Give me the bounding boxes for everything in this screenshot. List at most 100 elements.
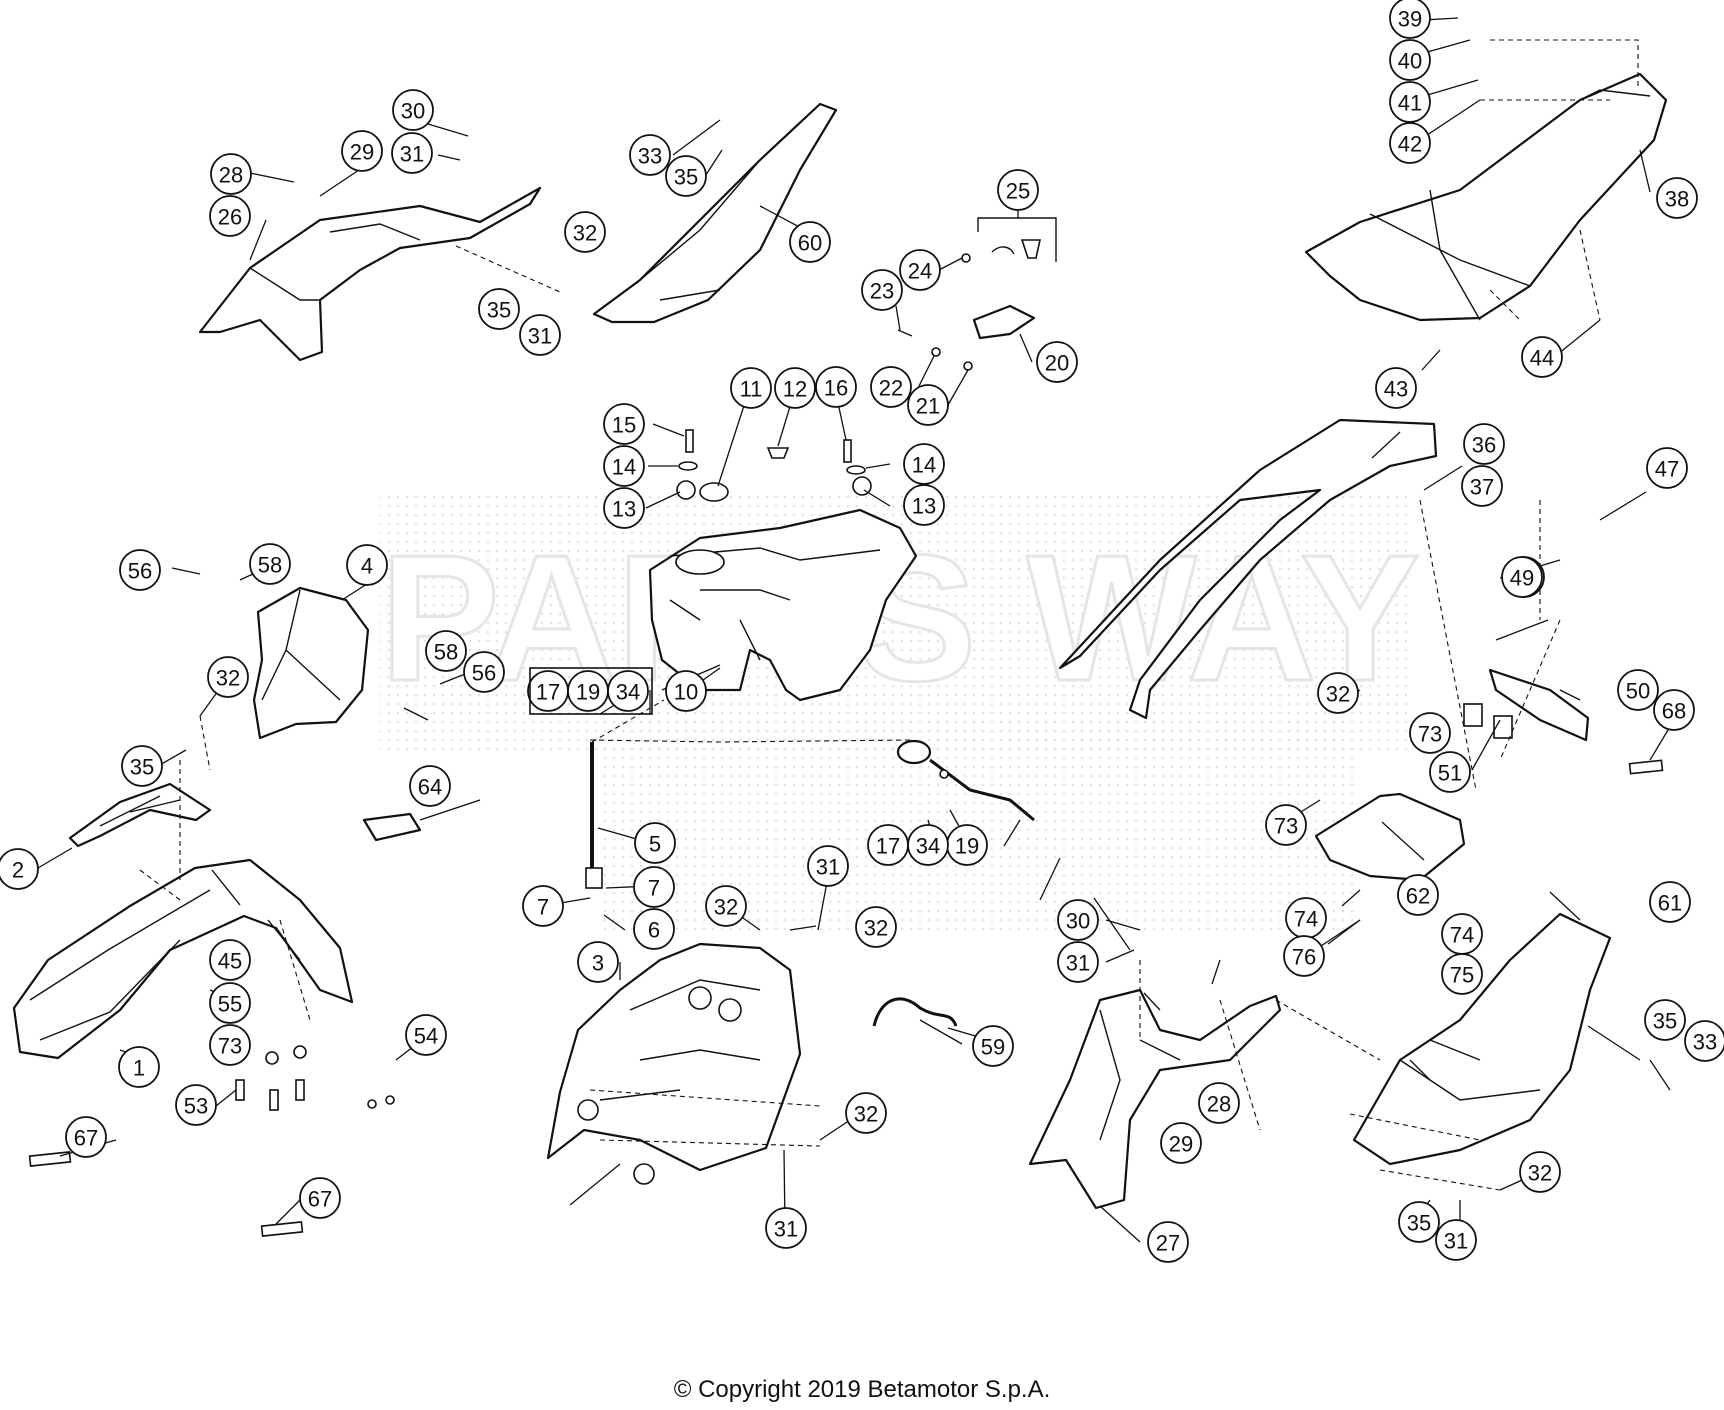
callout-29: 29 xyxy=(1160,1122,1202,1164)
svg-text:56: 56 xyxy=(472,661,496,686)
callout-51: 51 xyxy=(1429,751,1471,793)
callout-73: 73 xyxy=(209,1024,251,1066)
svg-text:32: 32 xyxy=(854,1102,878,1127)
callout-58: 58 xyxy=(425,630,467,672)
callout-35: 35 xyxy=(1644,999,1686,1041)
svg-text:36: 36 xyxy=(1472,433,1496,458)
callout-37: 37 xyxy=(1461,465,1503,507)
svg-text:17: 17 xyxy=(876,834,900,859)
part-clip-21 xyxy=(963,361,973,371)
svg-text:32: 32 xyxy=(714,895,738,920)
callout-35: 35 xyxy=(1398,1201,1440,1243)
callout-5: 5 xyxy=(634,822,676,864)
callout-60: 60 xyxy=(789,221,831,263)
callout-24: 24 xyxy=(899,249,941,291)
callout-13: 13 xyxy=(903,484,945,526)
part-skid-plate xyxy=(546,942,802,1185)
svg-text:1: 1 xyxy=(133,1056,145,1081)
part-rear-mudflap xyxy=(1314,792,1466,882)
callout-32: 32 xyxy=(564,211,606,253)
part-clip-23 xyxy=(897,329,913,337)
callout-27: 27 xyxy=(1147,1221,1189,1263)
svg-text:30: 30 xyxy=(401,99,425,124)
part-fuel-bracket xyxy=(972,304,1036,340)
part-washer-right xyxy=(846,465,866,475)
callout-36: 36 xyxy=(1463,423,1505,465)
svg-text:19: 19 xyxy=(955,834,979,859)
callout-26: 26 xyxy=(209,195,251,237)
callout-73: 73 xyxy=(1409,712,1451,754)
part-fuel-cap xyxy=(699,482,729,502)
callout-45: 45 xyxy=(209,939,251,981)
svg-text:21: 21 xyxy=(916,394,940,419)
svg-text:11: 11 xyxy=(740,377,763,402)
svg-text:23: 23 xyxy=(870,279,894,304)
svg-text:12: 12 xyxy=(783,377,807,402)
callout-35: 35 xyxy=(478,288,520,330)
svg-text:31: 31 xyxy=(400,142,424,167)
callout-28: 28 xyxy=(1198,1082,1240,1124)
callout-30: 30 xyxy=(1057,899,1099,941)
part-radiator-shroud-right xyxy=(1028,988,1282,1210)
svg-text:29: 29 xyxy=(350,140,374,165)
callout-31: 31 xyxy=(765,1207,807,1249)
part-bolt-15 xyxy=(685,429,694,453)
callout-64: 64 xyxy=(409,765,451,807)
callout-32: 32 xyxy=(207,656,249,698)
svg-text:73: 73 xyxy=(218,1034,242,1059)
svg-text:43: 43 xyxy=(1384,377,1408,402)
svg-text:61: 61 xyxy=(1658,891,1682,916)
svg-text:44: 44 xyxy=(1530,346,1554,371)
part-number-plate xyxy=(252,586,370,740)
part-decal-67b xyxy=(260,1221,304,1237)
svg-text:10: 10 xyxy=(674,680,698,705)
part-clip-22 xyxy=(931,347,941,357)
callout-13: 13 xyxy=(603,487,645,529)
callout-21: 21 xyxy=(907,384,949,426)
part-vent-valve xyxy=(766,447,790,459)
callout-31: 31 xyxy=(1435,1219,1477,1261)
svg-text:49: 49 xyxy=(1510,566,1534,591)
svg-text:50: 50 xyxy=(1626,679,1650,704)
svg-text:60: 60 xyxy=(798,231,822,256)
part-rubber-mount-right xyxy=(852,476,872,496)
callout-32: 32 xyxy=(1317,672,1359,714)
svg-text:5: 5 xyxy=(649,832,661,857)
callout-3: 3 xyxy=(577,941,619,983)
svg-text:34: 34 xyxy=(916,834,940,859)
svg-text:37: 37 xyxy=(1470,475,1494,500)
callout-54: 54 xyxy=(405,1014,447,1056)
callout-31: 31 xyxy=(807,845,849,887)
svg-text:26: 26 xyxy=(218,205,242,230)
svg-text:32: 32 xyxy=(1326,682,1350,707)
callout-35: 35 xyxy=(121,745,163,787)
part-front-fender xyxy=(12,858,354,1060)
part-tank-strap xyxy=(585,742,603,889)
copyright-text: © Copyright 2019 Betamotor S.p.A. xyxy=(673,1376,1051,1403)
svg-text:67: 67 xyxy=(74,1126,98,1151)
svg-text:29: 29 xyxy=(1169,1132,1193,1157)
callout-7: 7 xyxy=(633,866,675,908)
svg-text:51: 51 xyxy=(1438,761,1462,786)
part-fuel-tank xyxy=(648,508,918,702)
svg-text:34: 34 xyxy=(616,680,640,705)
svg-text:42: 42 xyxy=(1398,132,1422,157)
svg-text:74: 74 xyxy=(1294,907,1318,932)
callout-14: 14 xyxy=(603,445,645,487)
svg-text:39: 39 xyxy=(1398,7,1422,32)
callout-30: 30 xyxy=(392,89,434,131)
callout-32: 32 xyxy=(845,1092,887,1134)
callout-67: 67 xyxy=(65,1116,107,1158)
svg-text:14: 14 xyxy=(912,453,936,478)
svg-text:13: 13 xyxy=(912,494,936,519)
callout-74: 74 xyxy=(1285,897,1327,939)
callout-16: 16 xyxy=(815,366,857,408)
svg-text:16: 16 xyxy=(824,376,848,401)
svg-text:6: 6 xyxy=(648,918,660,943)
callout-59: 59 xyxy=(972,1025,1014,1067)
part-decal-67a xyxy=(28,1151,72,1167)
callout-61: 61 xyxy=(1649,881,1691,923)
svg-text:14: 14 xyxy=(612,455,636,480)
callout-44: 44 xyxy=(1521,336,1563,378)
callout-74: 74 xyxy=(1441,913,1483,955)
